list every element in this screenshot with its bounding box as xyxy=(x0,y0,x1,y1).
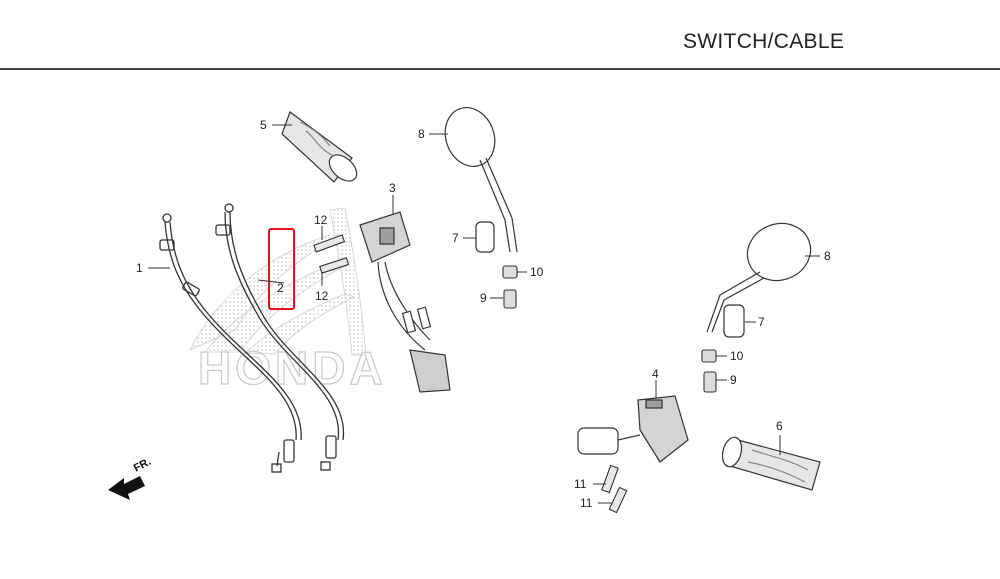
page-title: SWITCH/CABLE xyxy=(683,30,845,53)
callout-8-right: 8 xyxy=(824,249,831,263)
callout-1: 1 xyxy=(136,261,143,275)
callout-11-lower: 11 xyxy=(580,496,593,510)
callout-9-left: 9 xyxy=(480,291,487,305)
part-12-bolts xyxy=(313,234,350,274)
part-7-spacer-right xyxy=(723,304,745,338)
part-6-grip xyxy=(721,436,821,491)
part-8-mirror-right xyxy=(706,222,812,333)
part-10-nut-right xyxy=(701,349,717,363)
front-direction-arrow-icon xyxy=(108,476,145,500)
part-9-bolt-right xyxy=(703,371,717,393)
part-2-throttle-cable xyxy=(215,203,345,471)
honda-wing-logo xyxy=(189,207,367,356)
callout-4: 4 xyxy=(652,367,659,381)
part-11-screws xyxy=(601,464,628,514)
callout-2: 2 xyxy=(277,281,284,295)
part-8-mirror-left xyxy=(444,107,518,253)
callout-7-right: 7 xyxy=(758,315,765,329)
leader-lines xyxy=(148,124,820,504)
front-direction-label: FR. xyxy=(132,456,153,475)
callout-8-left: 8 xyxy=(418,127,425,141)
part-3-switch xyxy=(359,211,451,393)
callout-5: 5 xyxy=(260,118,267,132)
callout-6: 6 xyxy=(776,419,783,433)
callout-11-upper: 11 xyxy=(574,477,587,491)
part-7-spacer-left xyxy=(475,221,495,253)
part-5-grip xyxy=(281,111,358,183)
callout-9-right: 9 xyxy=(730,373,737,387)
part-9-bolt-left xyxy=(503,289,517,309)
highlight-box-part-2 xyxy=(268,228,295,310)
header-divider xyxy=(0,68,1000,70)
callout-3: 3 xyxy=(389,181,396,195)
callout-12-upper: 12 xyxy=(314,213,328,227)
callout-10-right: 10 xyxy=(730,349,744,363)
part-10-nut-left xyxy=(502,265,518,279)
callout-7-left: 7 xyxy=(452,231,459,245)
honda-watermark: HONDA xyxy=(198,342,387,394)
part-4-switch xyxy=(577,395,689,463)
part-1-throttle-cable xyxy=(159,213,302,473)
callout-12-lower: 12 xyxy=(315,289,329,303)
callout-10-left: 10 xyxy=(530,265,544,279)
